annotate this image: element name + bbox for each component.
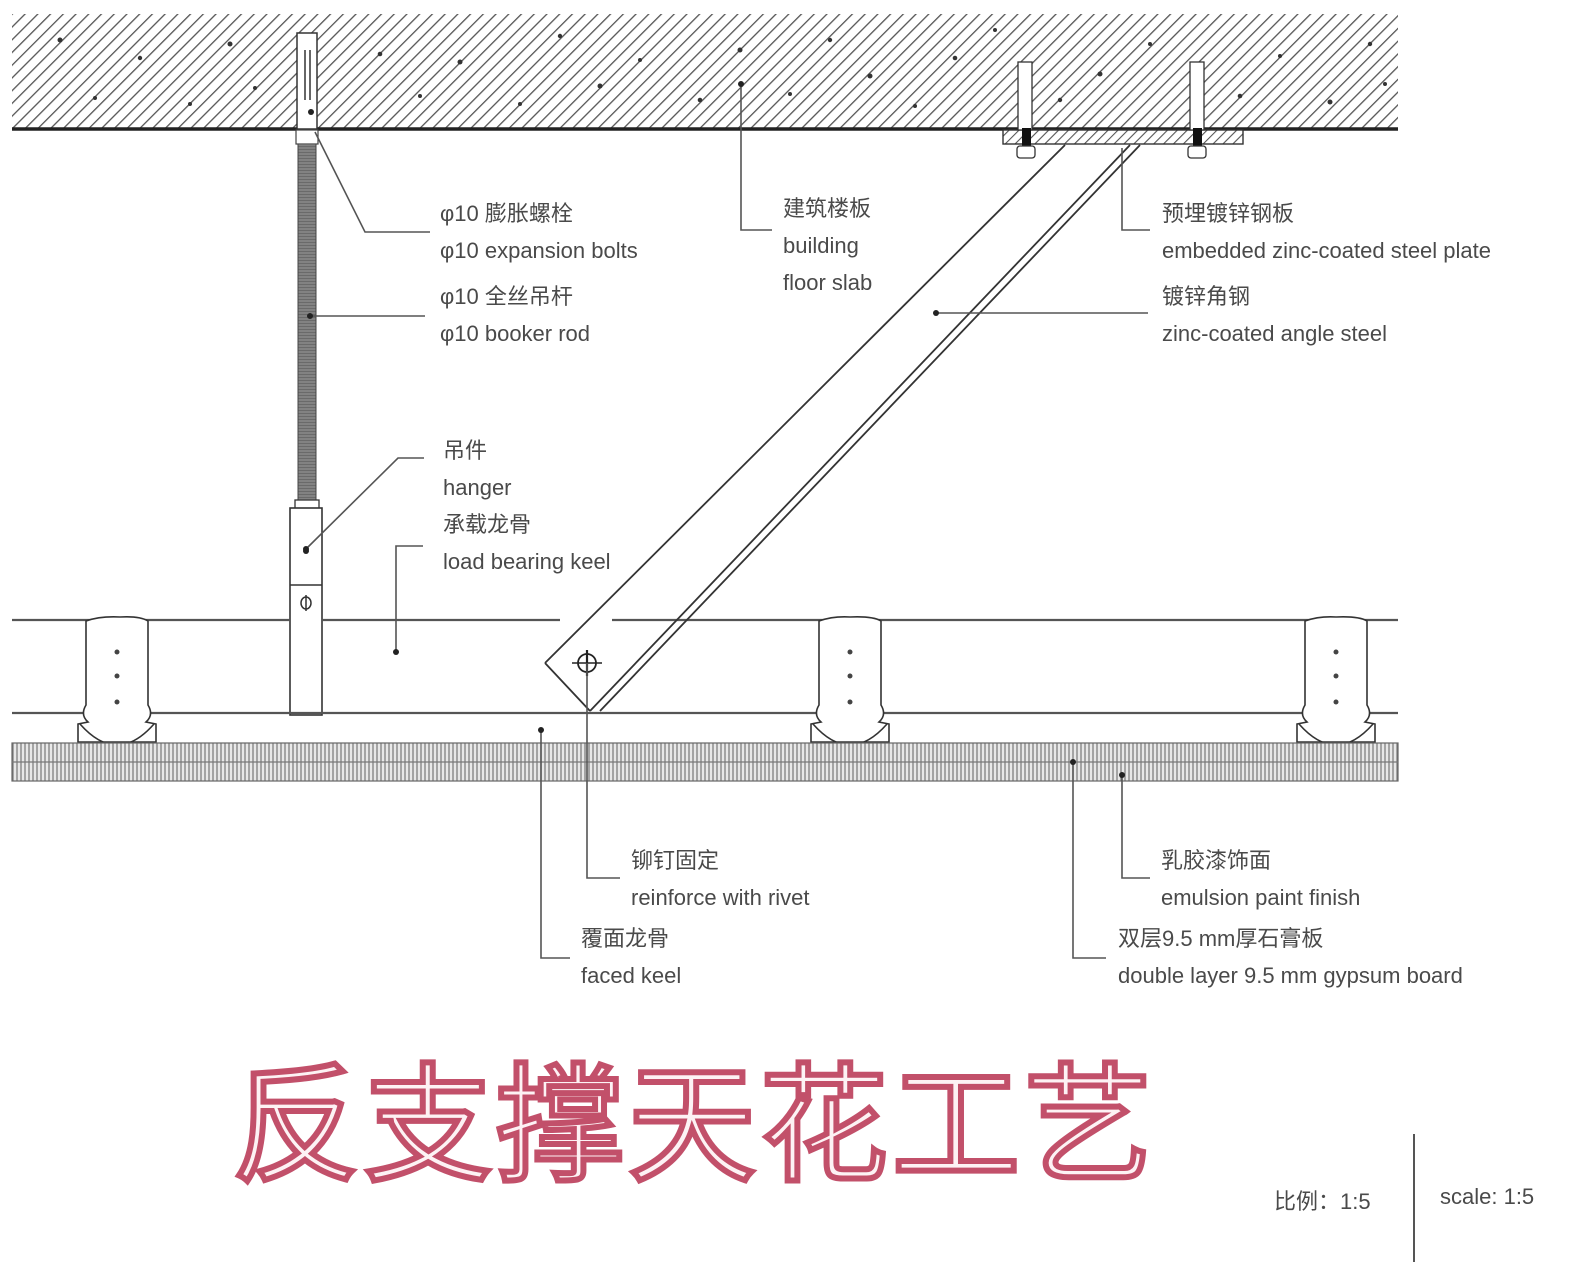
leader-lines xyxy=(305,84,1150,959)
label-faced-keel: 覆面龙骨 faced keel xyxy=(581,926,682,988)
label-booker-rod: φ10 全丝吊杆 φ10 booker rod xyxy=(440,284,591,346)
label-gypsum: 双层9.5 mm厚石膏板 double layer 9.5 mm gypsum … xyxy=(1118,926,1463,988)
booker-rod xyxy=(297,143,317,501)
label-floor-slab: 建筑楼板 building floor slab xyxy=(783,196,873,295)
leader-dots xyxy=(303,81,1125,778)
label-angle-steel: 镀锌角钢 zinc-coated angle steel xyxy=(1162,284,1388,346)
label-expansion-bolts: φ10 膨胀螺栓 φ10 expansion bolts xyxy=(440,201,638,263)
label-hanger: 吊件 hanger 承载龙骨 load bearing keel xyxy=(443,438,611,574)
gypsum-board xyxy=(11,742,1399,782)
page-title: 反支撑天花工艺 xyxy=(231,1051,1157,1202)
scale-en: scale: 1:5 xyxy=(1440,1184,1535,1209)
load-bearing-keel xyxy=(12,618,1398,715)
angle-steel xyxy=(544,144,1141,712)
scale-cn: 比例：1:5 xyxy=(1274,1189,1371,1214)
label-paint: 乳胶漆饰面 emulsion paint finish xyxy=(1161,848,1361,910)
floor-slab xyxy=(12,14,1398,131)
faced-keel-3 xyxy=(1296,616,1376,746)
label-rivet: 铆钉固定 reinforce with rivet xyxy=(631,848,810,910)
expansion-bolt xyxy=(295,32,319,145)
label-steel-plate: 预埋镀锌钢板 embedded zinc-coated steel plate xyxy=(1162,201,1491,263)
faced-keel-1 xyxy=(77,616,157,746)
faced-keel-2 xyxy=(810,616,890,746)
embedded-steel-plate xyxy=(1002,61,1244,159)
hanger xyxy=(289,499,323,716)
